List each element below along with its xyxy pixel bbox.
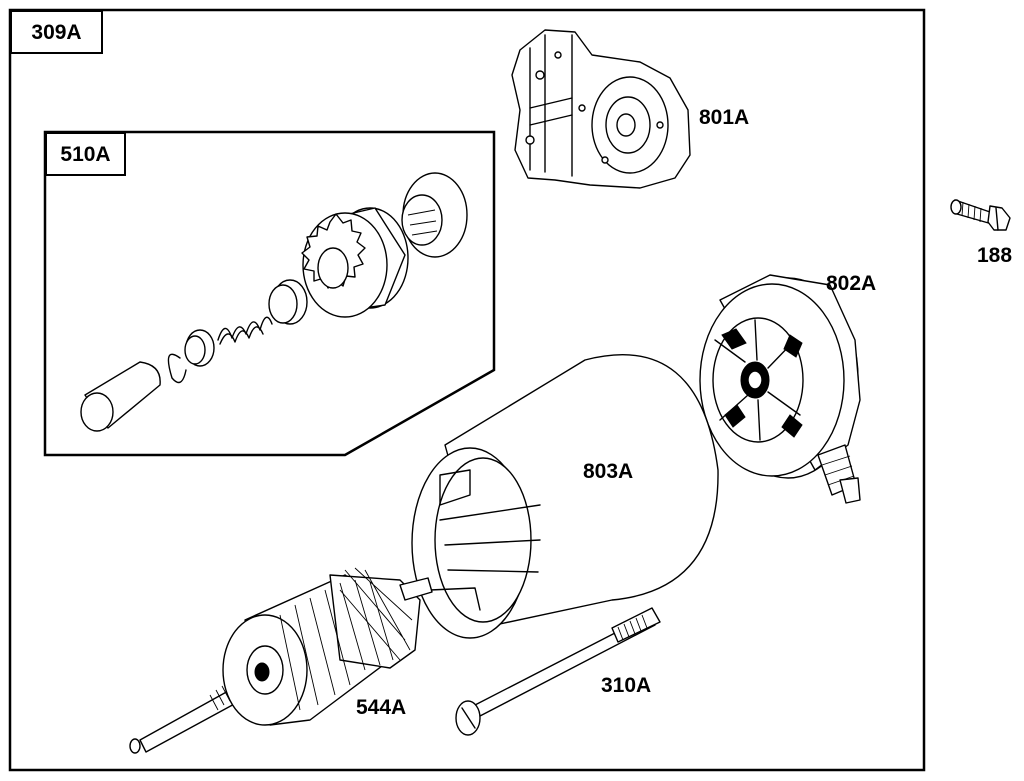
bolt-part xyxy=(950,199,1011,231)
assembly-label: 309A xyxy=(10,10,103,54)
through-bolt-part xyxy=(455,607,661,736)
drive-assembly-parts xyxy=(80,172,468,432)
motor-housing-part xyxy=(411,354,719,639)
part-label-544A: 544A xyxy=(356,696,407,719)
brush-end-cap-part xyxy=(699,274,861,504)
armature-part xyxy=(129,567,433,754)
part-label-188: 188 xyxy=(977,244,1013,267)
part-label-802A: 802A xyxy=(826,272,877,295)
pinion-gear xyxy=(301,213,366,289)
part-label-310A: 310A xyxy=(601,674,652,697)
part-label-801A: 801A xyxy=(699,106,750,129)
end-bracket-part xyxy=(511,29,691,189)
subassembly-frame xyxy=(43,130,496,457)
part-label-803A: 803A xyxy=(583,460,634,483)
subassembly-label: 510A xyxy=(45,132,126,176)
outer-frame xyxy=(8,8,926,772)
